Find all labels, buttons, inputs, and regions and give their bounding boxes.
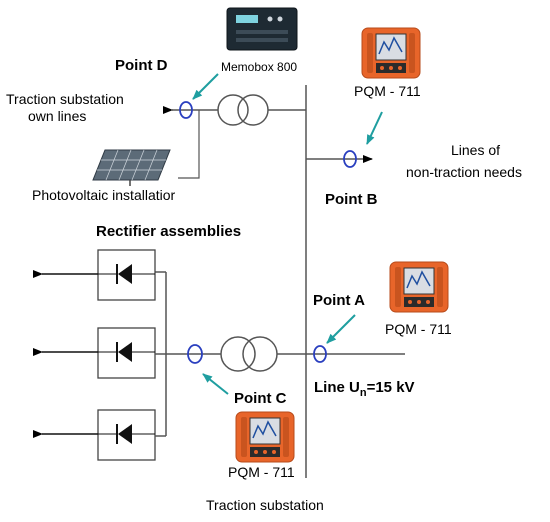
pqm-right-icon	[389, 261, 449, 313]
point-c-pointer-arrow	[202, 373, 229, 395]
photovoltaic-label: Photovoltaic installatior	[32, 187, 176, 203]
photovoltaic-connection	[178, 110, 200, 179]
lines-of-label: Lines of	[451, 142, 500, 158]
point-a-pointer-arrow	[326, 314, 356, 344]
memobox-label: Memobox 800	[221, 60, 297, 74]
pqm-top-label: PQM - 711	[354, 83, 421, 99]
point-b-sensor-icon	[343, 150, 357, 168]
transformer-top-icon	[217, 94, 269, 126]
diode-symbol-icon	[98, 342, 155, 362]
pqm-top-icon	[361, 27, 421, 79]
line-15kv-label: Line Un=15 kV	[314, 379, 415, 399]
diode-symbol-icon	[98, 264, 155, 284]
pqm-bottom-icon	[235, 411, 295, 463]
point-d-pointer-arrow	[192, 73, 219, 100]
rectifier-label: Rectifier assemblies	[96, 223, 241, 240]
substation-label: Traction substation	[206, 497, 324, 513]
diode-symbol-icon	[98, 424, 155, 444]
point-b-label: Point B	[325, 191, 378, 208]
traction-own-lines-label-1: Traction substation	[6, 91, 124, 107]
pqm-bottom-label: PQM - 711	[228, 464, 295, 480]
point-a-sensor-icon	[313, 345, 327, 363]
point-d-sensor-icon	[179, 101, 193, 119]
point-d-label: Point D	[115, 57, 168, 74]
solar-panel-icon	[92, 149, 171, 186]
rectifier-2	[33, 327, 166, 379]
traction-own-lines-label-2: own lines	[28, 108, 86, 124]
non-traction-label: non-traction needs	[406, 164, 522, 180]
rectifier-1	[33, 249, 166, 301]
pqm-right-label: PQM - 711	[385, 321, 452, 337]
point-c-sensor-icon	[187, 344, 203, 364]
transformer-bottom-icon	[220, 336, 278, 372]
memobox-800-icon	[226, 7, 298, 51]
point-b-pointer-arrow	[366, 111, 383, 145]
point-c-label: Point C	[234, 390, 287, 407]
rectifier-3	[33, 409, 166, 461]
point-a-label: Point A	[313, 292, 365, 309]
